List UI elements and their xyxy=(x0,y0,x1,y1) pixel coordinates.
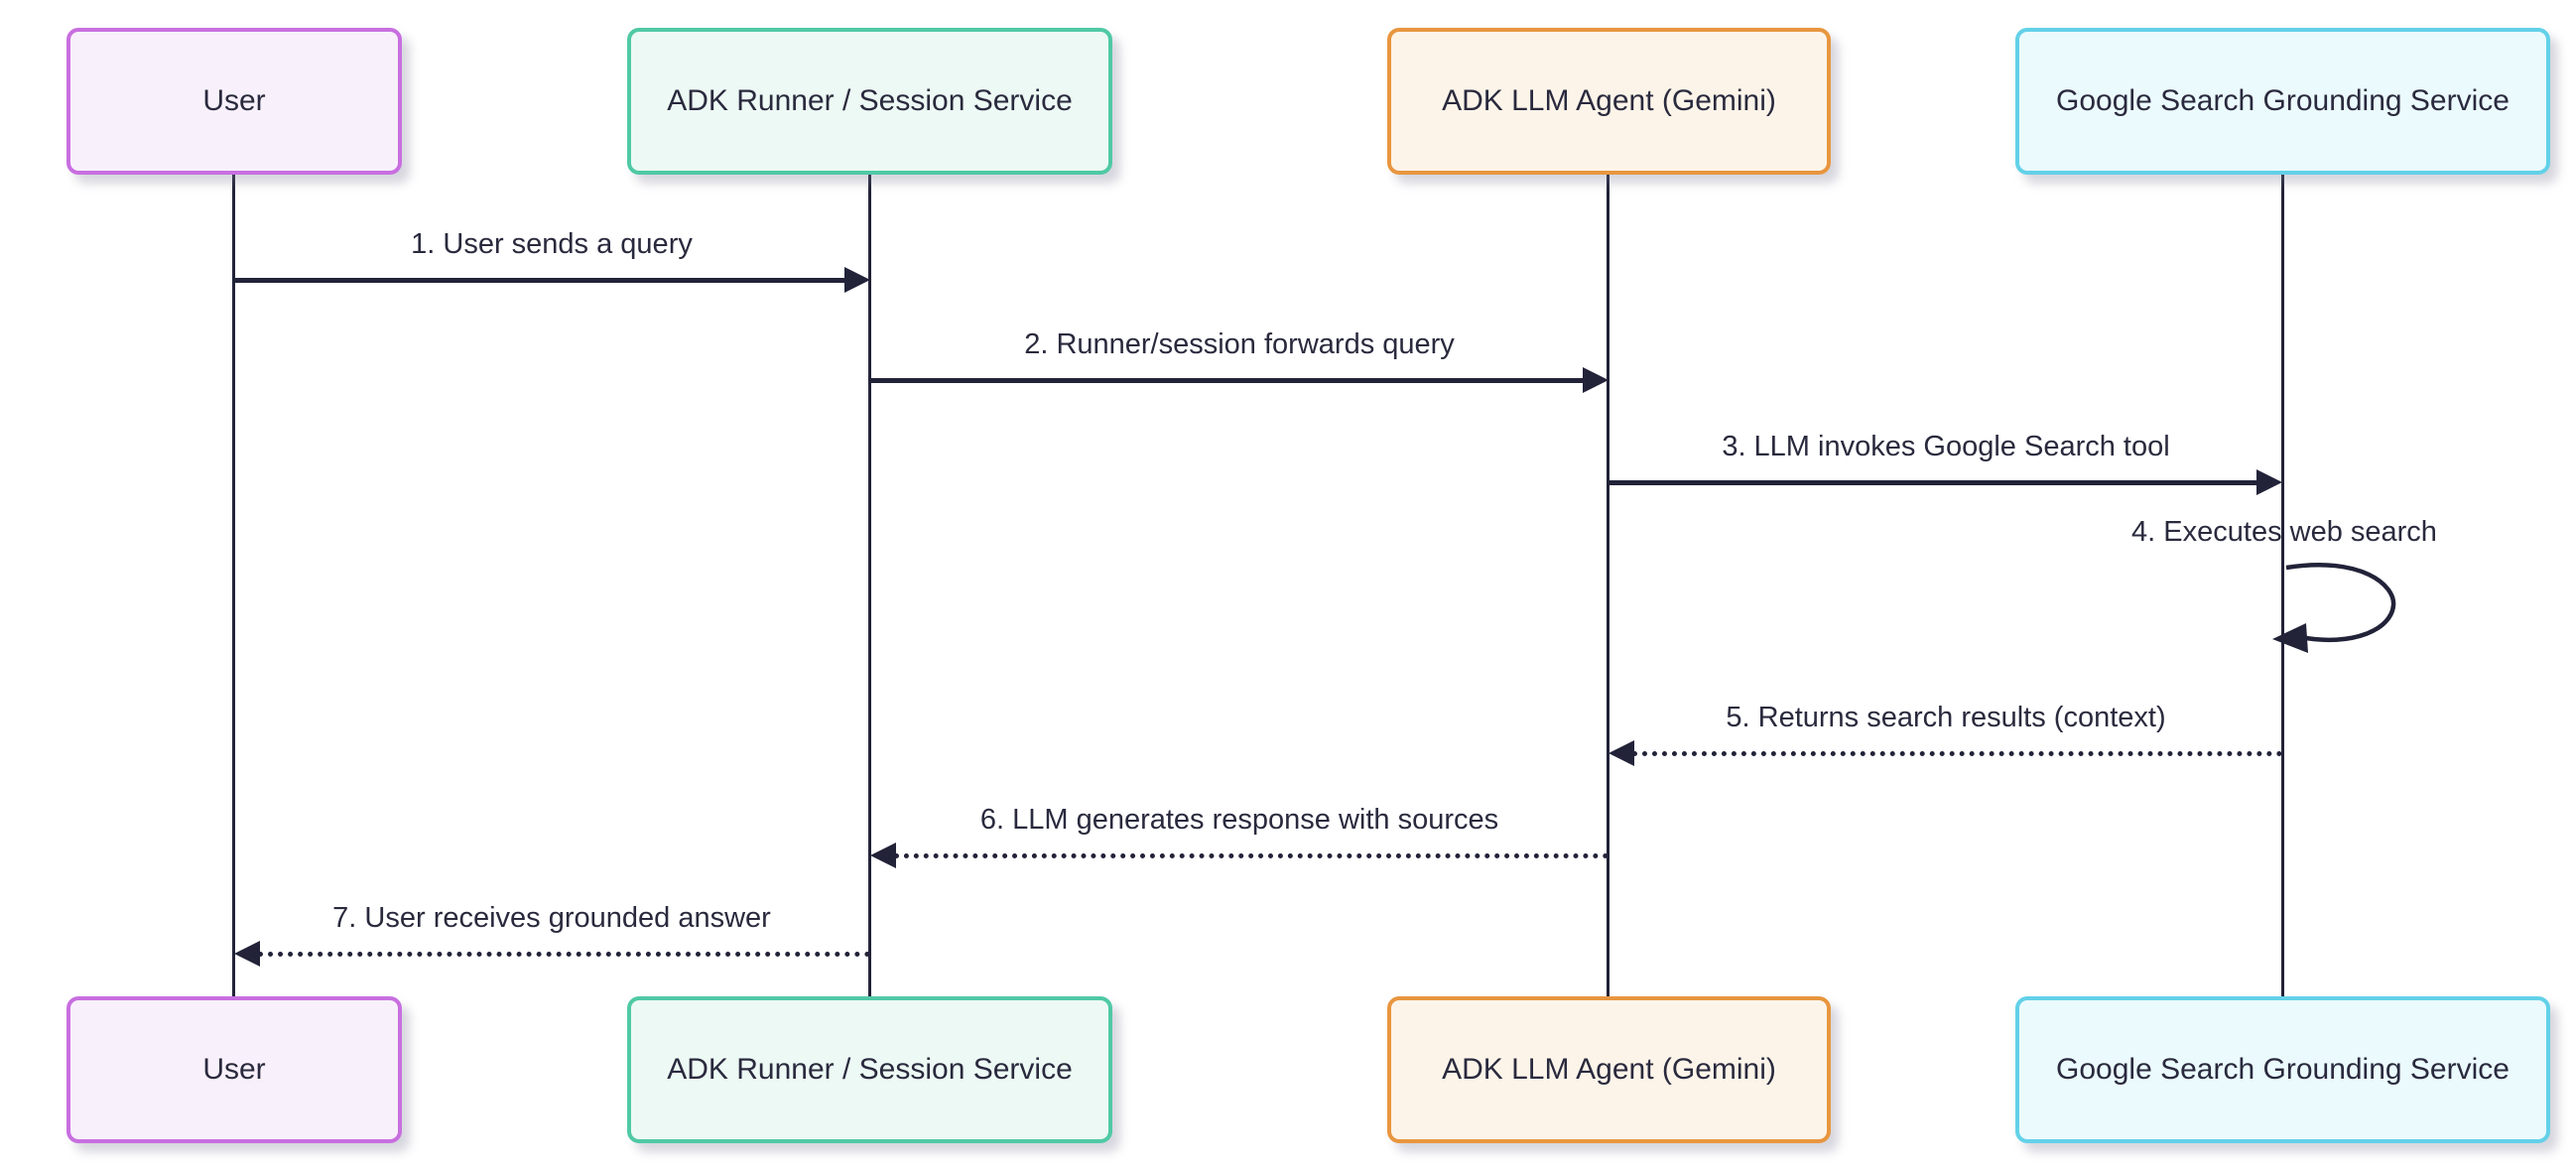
arrowhead-left-icon xyxy=(2272,623,2308,653)
message-label-3: 3. LLM invokes Google Search tool xyxy=(1722,431,2170,462)
actor-box-llm-agent-bottom: ADK LLM Agent (Gemini) xyxy=(1387,996,1831,1143)
actor-box-user-top: User xyxy=(66,28,402,175)
lifeline-adk-runner xyxy=(868,175,871,996)
arrowhead-right-icon xyxy=(2256,469,2282,495)
actor-label-user: User xyxy=(202,1053,266,1086)
arrowhead-left-icon xyxy=(870,843,896,868)
actor-label-llm-agent: ADK LLM Agent (Gemini) xyxy=(1442,84,1776,117)
message-line-5 xyxy=(1632,751,2282,756)
message-label-1: 1. User sends a query xyxy=(411,228,693,260)
actor-label-llm-agent: ADK LLM Agent (Gemini) xyxy=(1442,1053,1776,1086)
message-line-1 xyxy=(234,278,846,283)
arrowhead-right-icon xyxy=(1583,367,1609,393)
actor-label-user: User xyxy=(202,84,266,117)
self-loop-arrow xyxy=(2272,563,2396,653)
message-label-2: 2. Runner/session forwards query xyxy=(1024,328,1455,360)
message-label-5: 5. Returns search results (context) xyxy=(1726,702,2166,733)
message-label-4: 4. Executes web search xyxy=(2131,516,2437,548)
arrowhead-right-icon xyxy=(844,267,870,293)
message-label-7: 7. User receives grounded answer xyxy=(332,902,771,934)
message-line-6 xyxy=(894,853,1609,858)
actor-label-adk-runner: ADK Runner / Session Service xyxy=(667,84,1073,117)
lifeline-user xyxy=(232,175,235,996)
message-line-3 xyxy=(1609,480,2258,485)
actor-box-adk-runner-top: ADK Runner / Session Service xyxy=(627,28,1112,175)
actor-label-google-search: Google Search Grounding Service xyxy=(2056,1053,2510,1086)
actor-box-google-search-top: Google Search Grounding Service xyxy=(2015,28,2550,175)
self-loop-path xyxy=(2285,563,2396,643)
arrowhead-left-icon xyxy=(1609,740,1634,766)
message-line-2 xyxy=(870,378,1585,383)
actor-label-adk-runner: ADK Runner / Session Service xyxy=(667,1053,1073,1086)
actor-box-llm-agent-top: ADK LLM Agent (Gemini) xyxy=(1387,28,1831,175)
actor-box-google-search-bottom: Google Search Grounding Service xyxy=(2015,996,2550,1143)
arrowhead-left-icon xyxy=(234,941,260,967)
message-label-6: 6. LLM generates response with sources xyxy=(979,804,1499,836)
lifeline-llm-agent xyxy=(1607,175,1610,996)
actor-label-google-search: Google Search Grounding Service xyxy=(2056,84,2510,117)
actor-box-adk-runner-bottom: ADK Runner / Session Service xyxy=(627,996,1112,1143)
lifeline-google-search xyxy=(2281,175,2284,996)
actor-box-user-bottom: User xyxy=(66,996,402,1143)
message-line-7 xyxy=(258,952,870,957)
